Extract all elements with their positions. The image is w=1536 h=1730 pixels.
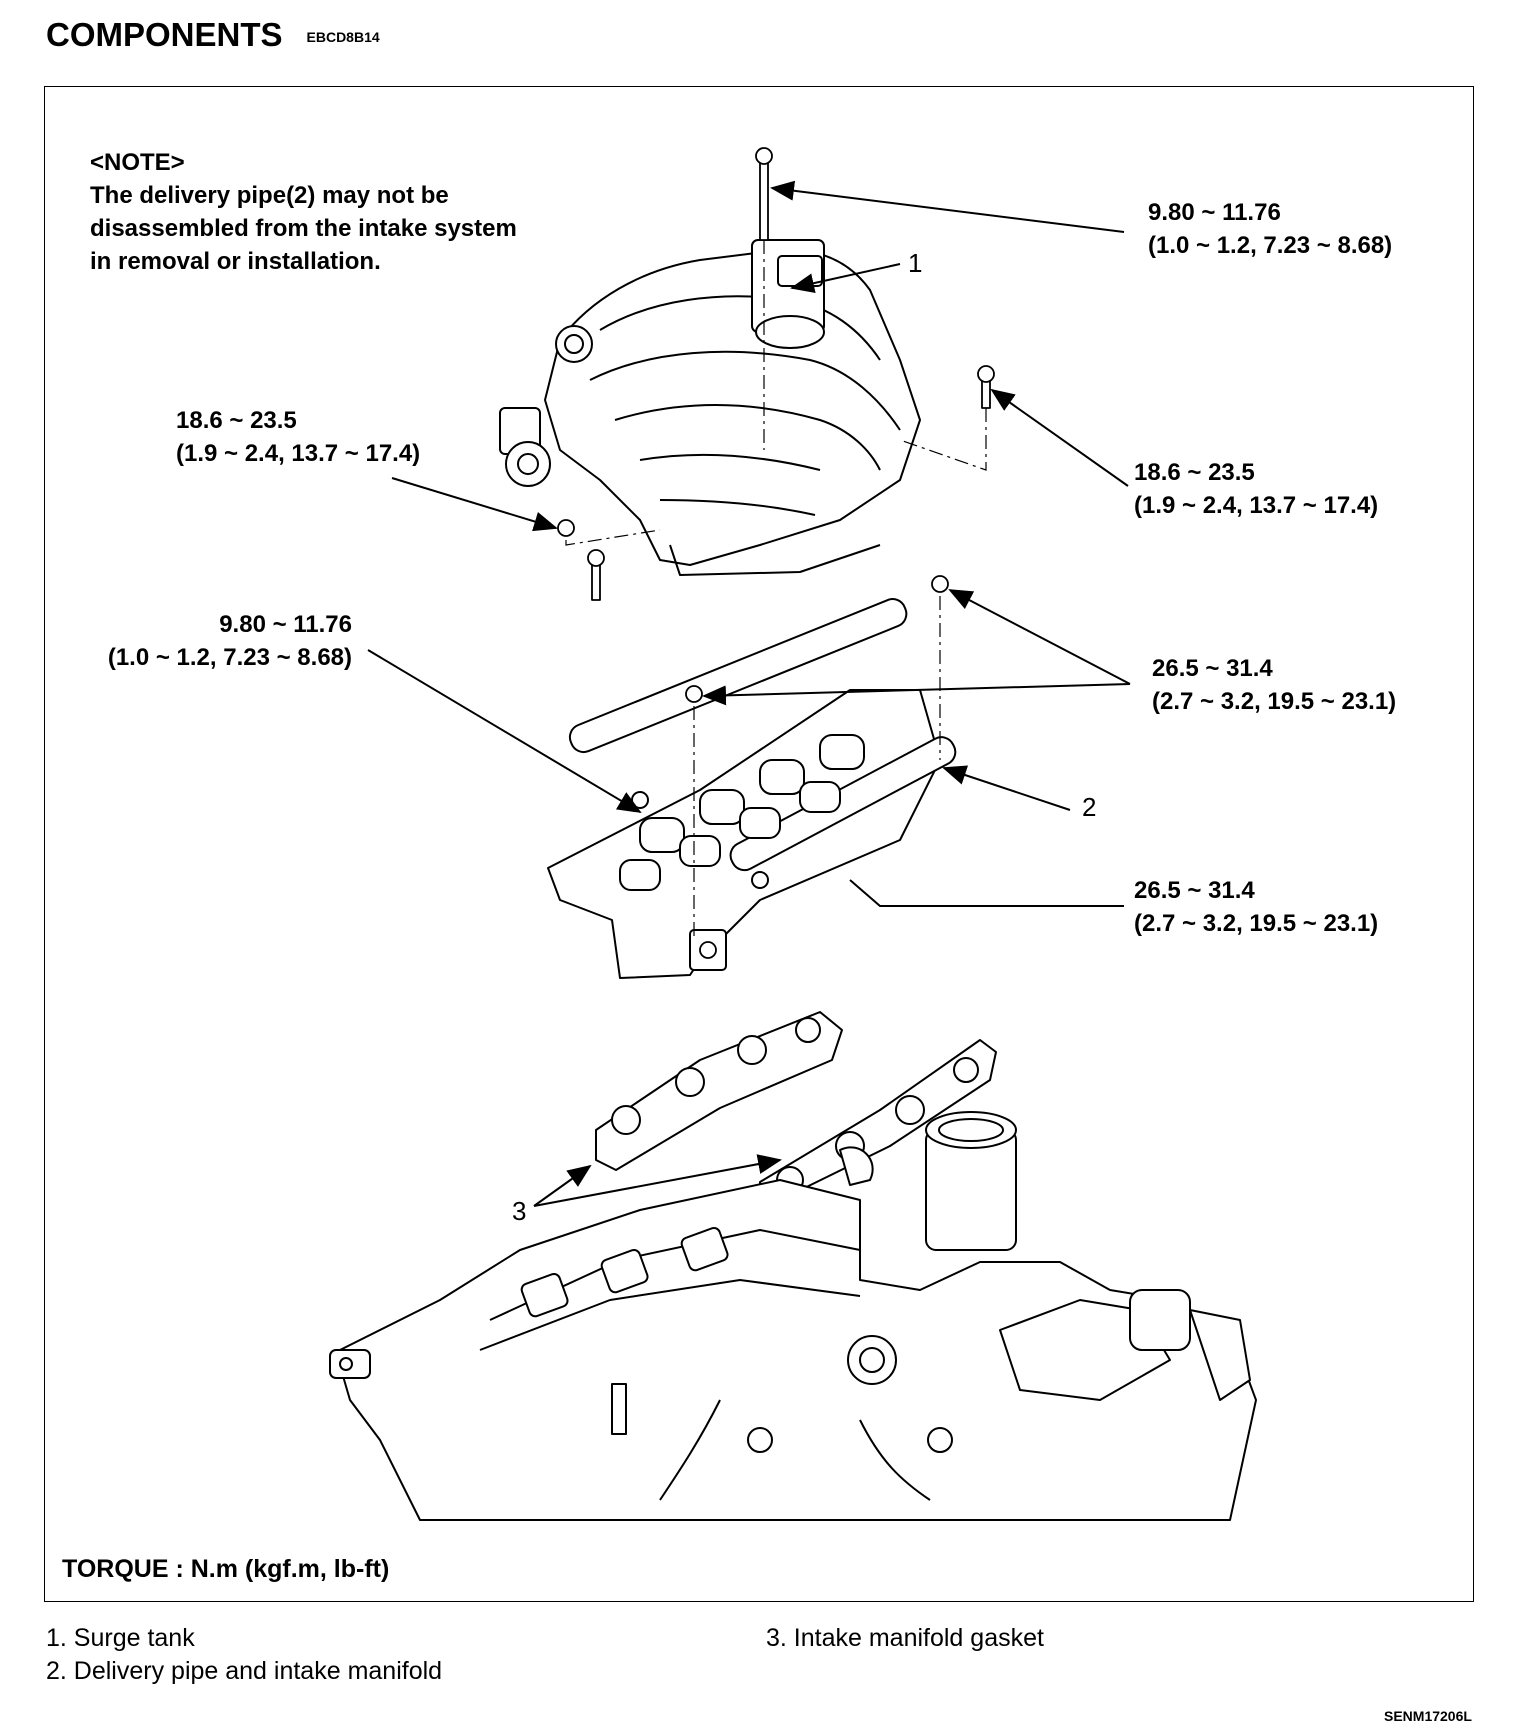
callout-3: 3 [512,1196,527,1226]
parts-legend-left: 1. Surge tank 2. Delivery pipe and intak… [46,1622,442,1688]
torque-spec-upper-left: 18.6 ~ 23.5 (1.9 ~ 2.4, 13.7 ~ 17.4) [176,404,420,470]
torque-spec-upper-right: 18.6 ~ 23.5 (1.9 ~ 2.4, 13.7 ~ 17.4) [1134,456,1378,522]
diagram-frame [44,86,1474,1602]
note-heading: <NOTE> [90,149,185,176]
engine-block-drawing [329,1111,1257,1521]
leader-arrows [367,180,1131,1207]
note-block: <NOTE> The delivery pipe(2) may not be d… [90,146,517,278]
parts-legend-right: 3. Intake manifold gasket [766,1622,1044,1655]
intake-manifold-drawing [547,598,957,979]
document-id: SENM17206L [1384,1708,1472,1724]
torque-spec-lower-right: 26.5 ~ 31.4 (2.7 ~ 3.2, 19.5 ~ 23.1) [1134,874,1378,940]
page-title-text: COMPONENTS [46,16,283,53]
bolt-drawings [557,147,995,959]
torque-value: 18.6 ~ 23.5 [176,407,297,434]
section-code: EBCD8B14 [306,29,380,46]
torque-value: 9.80 ~ 11.76 [1148,199,1281,226]
legend-item: 3. Intake manifold gasket [766,1624,1044,1652]
assembly-guide-lines [565,240,987,940]
torque-value-alt: (2.7 ~ 3.2, 19.5 ~ 23.1) [1152,688,1397,715]
torque-value: 26.5 ~ 31.4 [1134,877,1255,904]
note-line: in removal or installation. [90,248,381,275]
torque-value-alt: (1.0 ~ 1.2, 7.23 ~ 8.68) [107,644,352,671]
callout-1: 1 [908,248,923,278]
page-title: COMPONENTS EBCD8B14 [46,16,380,54]
torque-spec-mid-right: 26.5 ~ 31.4 (2.7 ~ 3.2, 19.5 ~ 23.1) [1152,652,1396,718]
torque-value-alt: (1.9 ~ 2.4, 13.7 ~ 17.4) [176,440,421,467]
torque-value: 9.80 ~ 11.76 [219,611,352,638]
torque-value: 18.6 ~ 23.5 [1134,459,1255,486]
torque-value: 26.5 ~ 31.4 [1152,655,1273,682]
torque-value-alt: (2.7 ~ 3.2, 19.5 ~ 23.1) [1134,910,1379,937]
torque-value-alt: (1.0 ~ 1.2, 7.23 ~ 8.68) [1148,232,1393,259]
callout-2: 2 [1082,792,1097,822]
torque-value-alt: (1.9 ~ 2.4, 13.7 ~ 17.4) [1134,492,1379,519]
gasket-drawing [595,1011,997,1201]
torque-units-label: TORQUE : N.m (kgf.m, lb-ft) [62,1555,390,1583]
torque-spec-mid-left: 9.80 ~ 11.76 (1.0 ~ 1.2, 7.23 ~ 8.68) [72,608,352,674]
legend-item: 1. Surge tank [46,1624,195,1652]
note-line: The delivery pipe(2) may not be [90,182,449,209]
legend-item: 2. Delivery pipe and intake manifold [46,1657,443,1685]
surge-tank-drawing [499,239,921,576]
note-line: disassembled from the intake system [90,215,517,242]
torque-spec-top-right: 9.80 ~ 11.76 (1.0 ~ 1.2, 7.23 ~ 8.68) [1148,196,1392,262]
